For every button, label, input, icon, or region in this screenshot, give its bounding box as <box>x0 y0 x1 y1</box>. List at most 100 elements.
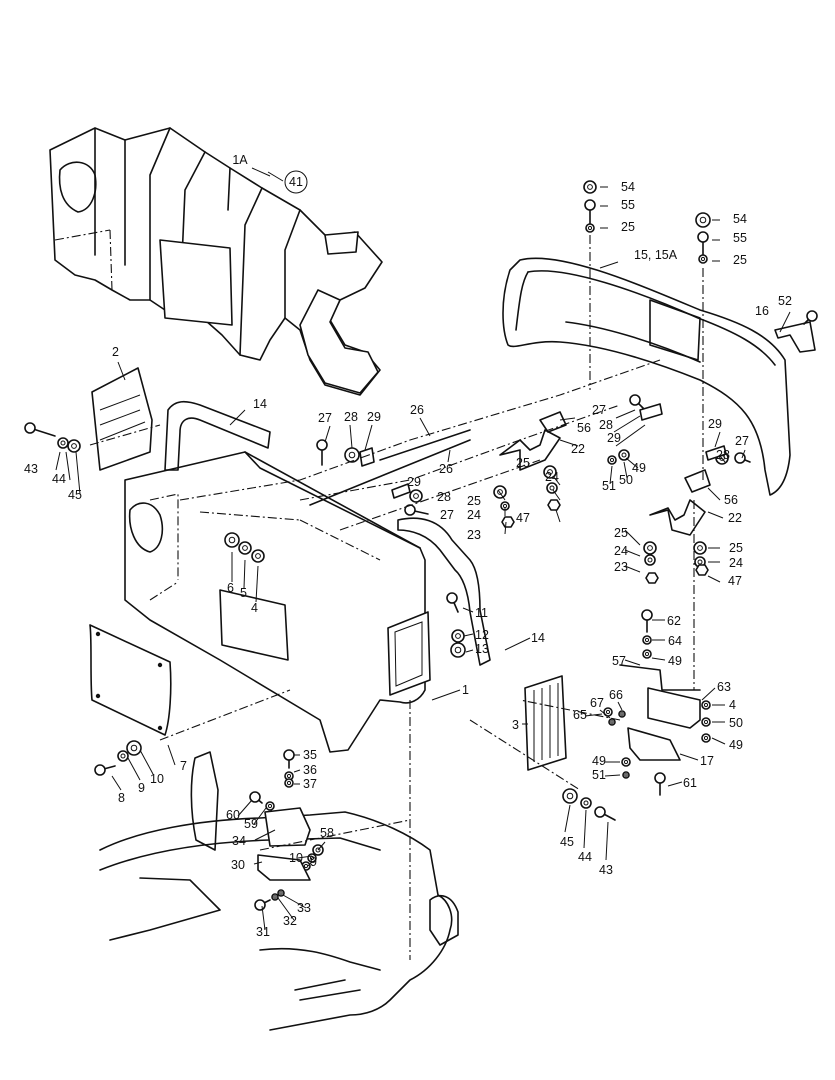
washer <box>585 223 595 233</box>
callout-47a: 47 <box>516 511 530 525</box>
callout-34: 34 <box>232 834 246 848</box>
callout-4b: 4 <box>729 698 736 712</box>
callout-45a: 45 <box>68 488 82 502</box>
bracket-34 <box>264 807 311 847</box>
callout-28c: 28 <box>716 448 730 462</box>
bracket-30 <box>257 854 311 881</box>
washer <box>284 778 294 788</box>
callout-26a: 26 <box>410 403 424 417</box>
callout-35: 35 <box>303 748 317 762</box>
callout-22a: 22 <box>571 442 585 456</box>
callout-23a: 23 <box>467 528 481 542</box>
callout-25b: 25 <box>733 253 747 267</box>
latch-assembly <box>619 664 701 761</box>
washer <box>67 439 81 453</box>
callout-29b: 29 <box>607 431 621 445</box>
callout-8: 8 <box>118 791 125 805</box>
callout-25e: 25 <box>614 526 628 540</box>
callout-25a: 25 <box>621 220 635 234</box>
callout-61: 61 <box>683 776 697 790</box>
clip-29b <box>639 403 663 421</box>
callout-27a: 27 <box>318 411 332 425</box>
washer <box>224 532 240 548</box>
callout-14a: 14 <box>253 397 267 411</box>
callout-5: 5 <box>240 586 247 600</box>
washer <box>701 733 711 743</box>
washer <box>642 635 652 645</box>
washer <box>618 710 626 718</box>
washer <box>608 718 616 726</box>
callout-49c: 49 <box>729 738 743 752</box>
callout-10b: 10 <box>289 851 303 865</box>
washer <box>622 771 630 779</box>
callout-6: 6 <box>227 581 234 595</box>
callout-50b: 50 <box>729 716 743 730</box>
bracket-22a <box>499 429 561 471</box>
washer <box>562 788 578 804</box>
callout-54b: 54 <box>733 212 747 226</box>
callout-44a: 44 <box>52 472 66 486</box>
washer <box>543 465 557 479</box>
washer <box>344 447 360 463</box>
washer <box>238 541 252 555</box>
callout-62: 62 <box>667 614 681 628</box>
callout-1A: 1A <box>232 153 248 167</box>
callout-2: 2 <box>112 345 119 359</box>
side-panel <box>91 367 153 471</box>
callout-52: 52 <box>778 294 792 308</box>
washer <box>409 489 423 503</box>
callout-14b: 14 <box>531 631 545 645</box>
callout-23b: 23 <box>614 560 628 574</box>
callout-31: 31 <box>256 925 270 939</box>
washer <box>57 437 69 449</box>
nut <box>695 564 709 576</box>
gas-strut-26b <box>309 439 471 506</box>
callout-63: 63 <box>717 680 731 694</box>
washer <box>117 750 129 762</box>
callout-24d: 24 <box>729 556 743 570</box>
callout-59: 59 <box>244 817 258 831</box>
callout-49b: 49 <box>668 654 682 668</box>
washer <box>271 893 279 901</box>
washer <box>618 449 630 461</box>
insulation-foam-part <box>49 127 383 396</box>
callout-27b: 27 <box>592 403 606 417</box>
callout-9b: 9 <box>310 855 317 869</box>
plug-54b <box>695 212 711 228</box>
seal-strips <box>164 400 491 666</box>
callout-28d: 28 <box>437 490 451 504</box>
grille <box>524 675 567 771</box>
callout-28b: 28 <box>599 418 613 432</box>
callout-16: 16 <box>755 304 769 318</box>
callout-50a: 50 <box>619 473 633 487</box>
callout-25f: 25 <box>729 541 743 555</box>
washer <box>621 757 631 767</box>
callout-25d: 25 <box>467 494 481 508</box>
callout-56b: 56 <box>724 493 738 507</box>
callout-30: 30 <box>231 858 245 872</box>
callout-55a: 55 <box>621 198 635 212</box>
washer <box>126 740 142 756</box>
washer <box>265 801 275 811</box>
clip-29d <box>391 483 411 499</box>
callout-67: 67 <box>590 696 604 710</box>
nut <box>547 499 561 511</box>
callout-32: 32 <box>283 914 297 928</box>
callout-27c: 27 <box>735 434 749 448</box>
callout-54a: 54 <box>621 180 635 194</box>
washer <box>701 700 711 710</box>
callout-12: 12 <box>475 628 489 642</box>
washer <box>607 455 617 465</box>
callout-64: 64 <box>668 634 682 648</box>
leader-lines <box>55 167 791 960</box>
washer <box>643 541 657 555</box>
clip-29a <box>359 447 375 467</box>
callout-29c: 29 <box>708 417 722 431</box>
callout-44b: 44 <box>578 850 592 864</box>
callout-29d: 29 <box>407 475 421 489</box>
callout-55b: 55 <box>733 231 747 245</box>
callout-58: 58 <box>320 826 334 840</box>
callout-51b: 51 <box>592 768 606 782</box>
